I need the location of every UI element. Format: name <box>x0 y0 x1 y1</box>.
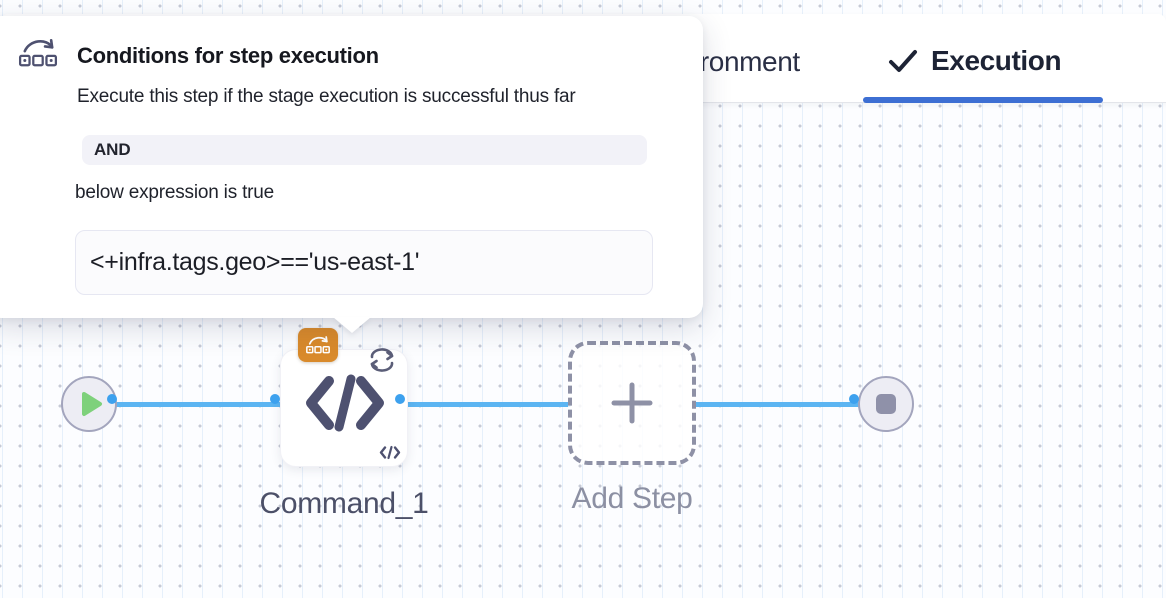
conditional-execution-icon <box>18 38 58 67</box>
tab-execution[interactable]: Execution <box>888 44 1062 78</box>
connector-edge-command-to-addstep <box>405 402 571 407</box>
conditional-execution-badge[interactable] <box>298 328 338 362</box>
popover-title: Conditions for step execution <box>77 43 379 68</box>
plus-icon <box>611 382 653 424</box>
step-label-command-1: Command_1 <box>259 487 429 520</box>
stop-icon <box>876 394 896 414</box>
play-icon <box>81 392 102 416</box>
command-step-mini-icon <box>379 445 401 460</box>
popover-arrow <box>333 317 371 333</box>
connector-port-command-in[interactable] <box>270 394 280 404</box>
conditions-popover: Conditions for step execution Execute th… <box>0 16 703 318</box>
operator-pill: AND <box>82 135 647 165</box>
conditional-execution-badge-icon <box>306 336 330 354</box>
step-node-command-1[interactable] <box>280 328 408 467</box>
condition-label: below expression is true <box>75 182 275 203</box>
loop-strategy-icon <box>370 348 394 372</box>
end-node[interactable] <box>858 376 914 432</box>
popover-subtitle: Execute this step if the stage execution… <box>77 86 576 107</box>
add-step-button[interactable] <box>568 341 696 465</box>
tab-execution-label: Execution <box>931 45 1062 76</box>
connector-edge-start-to-command <box>115 402 283 407</box>
code-icon <box>306 374 384 432</box>
connector-edge-addstep-to-end <box>694 402 860 407</box>
step-label-add-step[interactable]: Add Step <box>571 482 693 515</box>
checkmark-icon <box>889 50 917 72</box>
start-node[interactable] <box>61 376 117 432</box>
active-tab-indicator <box>863 97 1103 103</box>
connector-port-command-out[interactable] <box>395 394 405 404</box>
condition-expression: <+infra.tags.geo>=='us-east-1' <box>75 230 653 295</box>
connector-port-end-in[interactable] <box>849 394 859 404</box>
connector-port-start-out[interactable] <box>107 394 117 404</box>
